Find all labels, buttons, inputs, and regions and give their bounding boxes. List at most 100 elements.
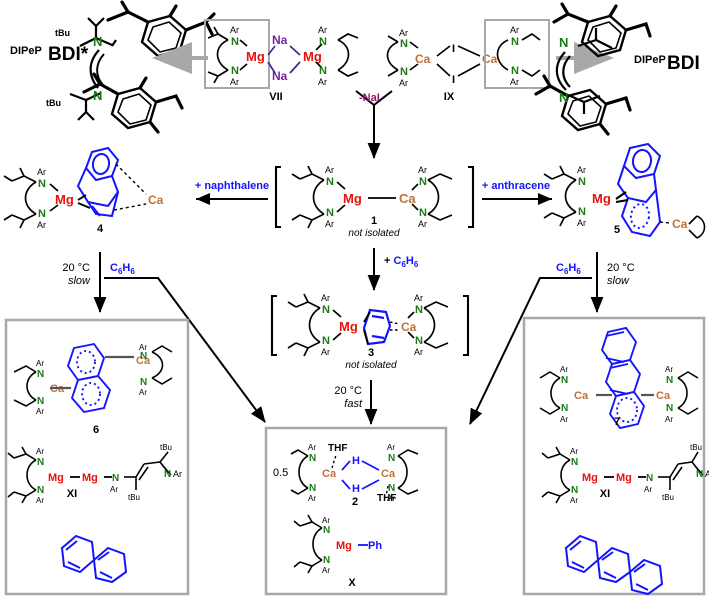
compound-5-structure: N N Ar Ar Mg Ca — [543, 142, 706, 239]
ligand-name-right: BDI — [667, 53, 700, 74]
thf-label: THF — [328, 443, 347, 454]
ca-atom-label: Ca — [672, 217, 688, 231]
elimination-label-nai: -NaI — [359, 92, 380, 104]
ar-label: Ar — [560, 415, 568, 424]
compound-label-3: 3 — [368, 347, 374, 359]
tbu-label: tBu — [46, 98, 61, 108]
ar-label: Ar — [387, 443, 395, 452]
hydride-label: H — [352, 455, 360, 467]
ar-label: Ar — [139, 388, 147, 397]
ar-label: Ar — [230, 77, 239, 87]
ar-label: Ar — [510, 25, 519, 35]
n-atom-label: N — [571, 457, 578, 468]
compound-xi-left-structure: N N Ar Ar Mg Mg N Ar tBu tBu N Ar — [7, 443, 182, 505]
compound-1-structure: N N Ar Ar Mg Ca N N Ar Ar — [274, 165, 475, 229]
compound-label-x: X — [348, 577, 356, 589]
compound-vii-structure: N N Ar Ar Mg Mg Na Na N N Ar Ar — [204, 19, 359, 89]
n-atom-label: N — [323, 555, 330, 566]
ar-label: Ar — [665, 365, 673, 374]
product-box-right — [522, 316, 706, 596]
n-atom-label: N — [578, 206, 586, 218]
compound-label-5: 5 — [614, 224, 620, 236]
n-atom-label: N — [666, 375, 673, 386]
ligand-name-prefix-right: DIPeP — [634, 54, 666, 66]
mg-atom-label: Mg — [246, 49, 265, 64]
tbu-label: tBu — [128, 493, 140, 502]
ar-label: Ar — [37, 220, 46, 230]
n-atom-label: N — [140, 377, 147, 388]
mg-atom-label: Mg — [55, 192, 74, 207]
n-atom-label: N — [319, 65, 327, 77]
ca-atom-label: Ca — [656, 390, 671, 402]
ar-label: Ar — [644, 485, 652, 494]
n-atom-label: N — [309, 483, 316, 494]
ar-label: Ar — [36, 407, 44, 416]
n-atom-label: N — [419, 176, 427, 188]
ar-label: Ar — [560, 365, 568, 374]
ar-label: Ar — [308, 443, 316, 452]
mg-atom-label: Mg — [582, 472, 598, 484]
n-atom-label: N — [571, 485, 578, 496]
na-atom-label: Na — [272, 69, 288, 83]
ar-label: Ar — [387, 494, 395, 503]
n-atom-label: N — [112, 473, 119, 484]
ar-label: Ar — [570, 447, 578, 456]
condition-solvent-left: C6H6 — [110, 262, 135, 276]
n-atom-label: N — [323, 525, 330, 536]
ar-label: Ar — [321, 347, 330, 357]
ar-label: Ar — [399, 28, 408, 38]
n-atom-label: N — [37, 396, 44, 407]
n-atom-label: N — [400, 66, 408, 78]
n-atom-label: N — [322, 335, 330, 347]
ar-label: Ar — [36, 359, 44, 368]
stoichiometry-coefficient: 0.5 — [273, 467, 288, 479]
ligand-name-left: BDI* — [48, 44, 89, 65]
compound-ix-structure: N N Ar Ar Ca Ca I I N N Ar Ar — [386, 19, 550, 89]
n-atom-label: N — [37, 457, 44, 468]
condition-rate-left: slow — [68, 275, 91, 287]
n-atom-label: N — [38, 178, 46, 190]
n-atom-label: N — [231, 36, 239, 48]
compound-label-ix: IX — [444, 91, 455, 103]
ar-label: Ar — [321, 293, 330, 303]
ar-label: Ar — [414, 293, 423, 303]
mg-atom-label: Mg — [303, 49, 322, 64]
product-box-center — [264, 426, 448, 596]
compound-label-4: 4 — [97, 223, 104, 235]
anthracene-bridge — [616, 142, 662, 238]
condition-solvent-right: C6H6 — [556, 262, 581, 276]
n-atom-label: N — [559, 90, 568, 105]
mg-atom-label: Mg — [48, 472, 64, 484]
ar-label: Ar — [110, 485, 118, 494]
ligand-dipepbdi-structure: N N — [534, 2, 652, 136]
n-atom-label: N — [415, 304, 423, 316]
compound-xi-right-structure: N N Ar Ar Mg Mg N Ar tBu tBu N Ar — [541, 443, 709, 505]
ar-label: Ar — [325, 219, 334, 229]
iodide-label: I — [452, 43, 455, 55]
tbu-label: tBu — [690, 443, 702, 452]
reagent-label-anthracene: + anthracene — [482, 180, 550, 192]
ca-atom-label: Ca — [574, 390, 589, 402]
na-atom-label: Na — [272, 33, 288, 47]
ar-label: Ar — [418, 165, 427, 175]
compound-x-structure: N N Ar Ar Mg Ph — [293, 514, 382, 575]
compound-7-structure: N N Ar Ar Ca Ca Ar N N Ar — [539, 326, 699, 430]
n-atom-label: N — [231, 65, 239, 77]
n-atom-label: N — [561, 403, 568, 414]
compound-2-structure: N N Ar Ar Ca Ca THF THF H H Ar N N Ar — [290, 443, 419, 504]
compound-4-structure: N N Ar Ar Mg Ca — [3, 146, 164, 230]
thf-label: THF — [377, 493, 396, 504]
n-atom-label: N — [419, 207, 427, 219]
mg-atom-label: Mg — [592, 191, 611, 206]
n-atom-label: N — [388, 483, 395, 494]
ca-atom-label: Ca — [381, 468, 396, 480]
n-atom-label: N — [559, 35, 568, 50]
n-atom-label: N — [37, 369, 44, 380]
n-atom-label: N — [322, 304, 330, 316]
compound-label-1: 1 — [371, 215, 377, 227]
ar-label: Ar — [230, 25, 239, 35]
benzene-bridge — [362, 308, 392, 346]
ar-label: Ar — [414, 347, 423, 357]
ca-atom-label: Ca — [322, 468, 337, 480]
